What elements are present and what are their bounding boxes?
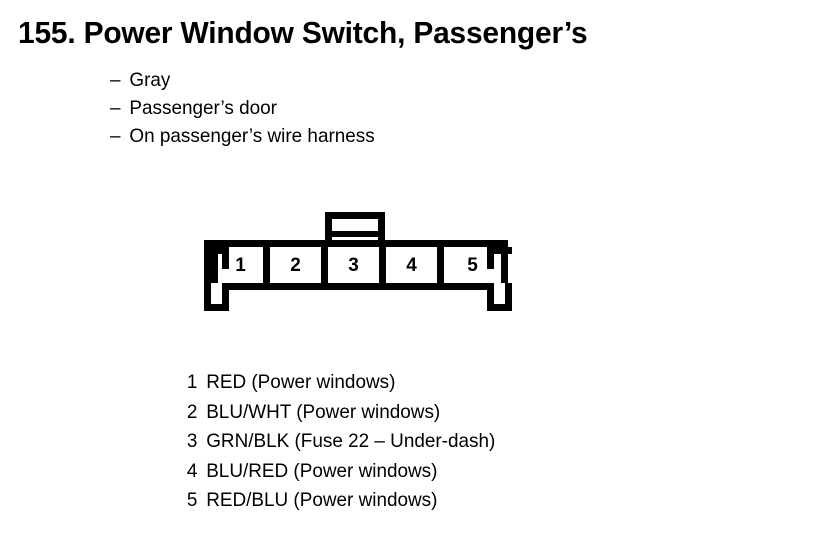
connector-leg-right <box>487 283 512 311</box>
cell-divider <box>211 247 218 283</box>
attribute-label: Passenger’s door <box>129 97 277 119</box>
dash-bullet-icon: – <box>110 125 121 147</box>
pin-legend-row: 2 BLU/WHT (Power windows) <box>180 401 495 431</box>
pin-legend-number: 5 <box>186 489 198 511</box>
pin-legend-row: 3 GRN/BLK (Fuse 22 – Under-dash) <box>180 430 495 460</box>
pin-legend-number: 3 <box>186 430 198 452</box>
connector-pin-3: 3 <box>348 254 359 276</box>
latch-bar <box>332 231 378 237</box>
dash-bullet-icon: – <box>110 97 121 119</box>
connector-shoulder-left <box>222 247 229 269</box>
pin-legend-wire: RED (Power windows) <box>206 371 396 393</box>
pin-legend-row: 1 RED (Power windows) <box>180 371 495 401</box>
dash-bullet-icon: – <box>110 69 121 91</box>
pin-legend-row: 4 BLU/RED (Power windows) <box>180 460 495 490</box>
pin-legend: 1 RED (Power windows) 2 BLU/WHT (Power w… <box>180 371 505 519</box>
pin-legend-wire: GRN/BLK (Fuse 22 – Under-dash) <box>206 430 496 452</box>
attribute-label: On passenger’s wire harness <box>129 125 375 147</box>
attribute-item: – Gray <box>110 69 375 97</box>
cell-divider <box>321 247 328 283</box>
connector-housing: 1 2 3 4 5 <box>204 240 508 290</box>
latch-tab-icon <box>325 212 385 250</box>
connector-pin-4: 4 <box>406 254 417 276</box>
connector-shoulder-right <box>487 247 512 254</box>
connector-pin-2: 2 <box>290 254 301 276</box>
connector-leg-left <box>204 283 229 311</box>
pin-legend-wire: RED/BLU (Power windows) <box>206 489 438 511</box>
pin-legend-number: 2 <box>186 400 198 423</box>
cell-divider <box>263 247 270 283</box>
pin-legend-number: 4 <box>186 459 198 482</box>
connector-pin-5: 5 <box>467 254 478 276</box>
pin-legend-row: 5 RED/BLU (Power windows) <box>180 489 495 519</box>
cell-divider <box>437 247 444 283</box>
page-title: 155. Power Window Switch, Passenger’s <box>18 15 588 50</box>
connector-shoulder-left <box>204 247 229 254</box>
attribute-label: Gray <box>129 69 171 91</box>
connector-shoulder-right <box>487 247 494 269</box>
cell-divider <box>379 247 386 283</box>
pin-legend-wire: BLU/RED (Power windows) <box>206 459 438 482</box>
connector-diagram: 1 2 3 4 5 <box>196 206 520 318</box>
connector-pin-1: 1 <box>235 254 246 276</box>
attribute-item: – Passenger’s door <box>110 97 375 125</box>
attribute-item: – On passenger’s wire harness <box>110 125 375 153</box>
attribute-list: – Gray – Passenger’s door – On passenger… <box>110 69 383 153</box>
pin-legend-wire: BLU/WHT (Power windows) <box>206 400 441 423</box>
pin-legend-number: 1 <box>186 371 198 393</box>
